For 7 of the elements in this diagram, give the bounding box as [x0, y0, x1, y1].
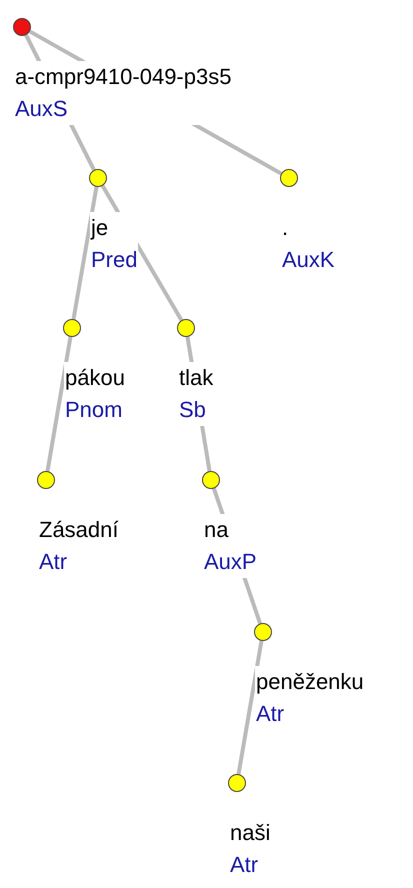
- word-form: je: [90, 212, 138, 244]
- tree-edge: [236, 640, 264, 774]
- word-form: a-cmpr9410-049-p3s5: [14, 61, 232, 93]
- tree-edge: [72, 186, 98, 320]
- function-label: AuxP: [203, 546, 258, 578]
- word-form: tlak: [178, 362, 214, 394]
- tree-edge: [46, 336, 72, 472]
